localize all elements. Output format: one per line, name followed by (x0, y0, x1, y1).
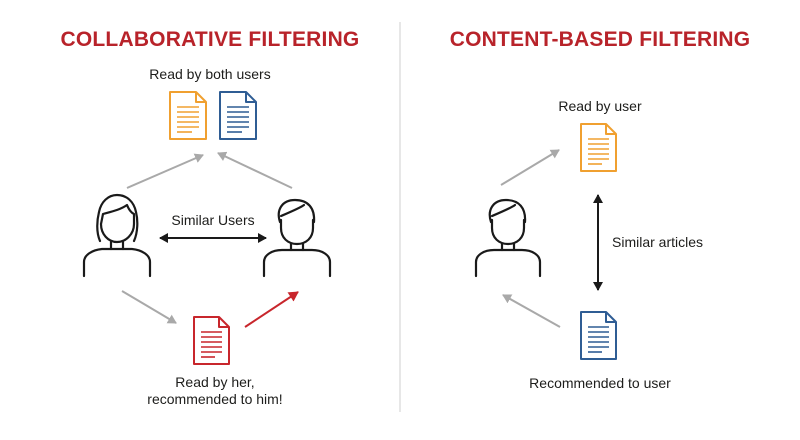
arrow-woman-to-red-doc (121, 290, 177, 324)
read-by-user-label: Read by user (558, 98, 642, 114)
document-red-icon (193, 316, 230, 365)
arrow-woman-to-docs (126, 153, 204, 189)
arrow-user-to-read-doc (500, 149, 560, 186)
read-by-both-label: Read by both users (149, 66, 271, 82)
recommendation-line-2: recommended to him! (147, 391, 283, 407)
arrow-man-to-docs (217, 151, 293, 189)
arrow-recommended-doc-to-user (502, 294, 561, 328)
arrow-recommend-to-man (244, 291, 299, 328)
man-icon (474, 198, 542, 278)
content-based-filtering-title: CONTENT-BASED FILTERING (449, 28, 751, 51)
document-orange-icon (169, 91, 207, 140)
woman-icon (82, 193, 152, 278)
document-blue-icon (580, 311, 617, 360)
recommendation-line-1: Read by her, (175, 374, 255, 390)
recommended-to-user-label: Recommended to user (529, 375, 671, 391)
collaborative-filtering-title: COLLABORATIVE FILTERING (60, 28, 360, 51)
similar-articles-label: Similar articles (612, 234, 704, 250)
similar-users-label: Similar Users (171, 212, 255, 228)
document-orange-icon (580, 123, 617, 172)
man-icon (262, 198, 332, 278)
document-blue-icon (219, 91, 257, 140)
